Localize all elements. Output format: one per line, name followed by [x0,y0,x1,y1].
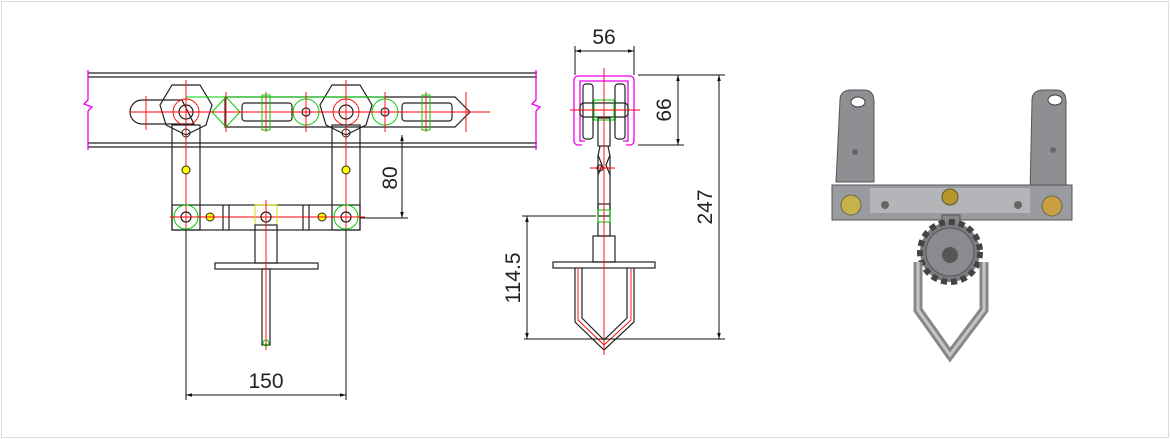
bracket [170,124,365,350]
dimension-247: 247 [524,75,725,340]
dimension-150: 150 [185,230,347,400]
dimension-114-5-label: 114.5 [502,253,525,304]
dimension-114-5: 114.5 [502,215,596,339]
front-view: 150 80 [82,70,542,400]
dimension-247-label: 247 [694,189,717,224]
product-photo [831,89,1073,363]
dimension-66-label: 66 [653,98,676,121]
chain [129,80,490,232]
track-rail [82,70,542,150]
dimension-56-label: 56 [592,26,615,49]
dimension-66: 66 [638,74,725,146]
side-view: 56 66 247 114.5 [502,26,725,355]
dimension-80: 80 [360,135,408,219]
dimension-80-label: 80 [379,166,402,189]
dimension-56: 56 [574,26,635,75]
dimension-150-label: 150 [248,370,283,393]
sprocket [917,219,983,285]
